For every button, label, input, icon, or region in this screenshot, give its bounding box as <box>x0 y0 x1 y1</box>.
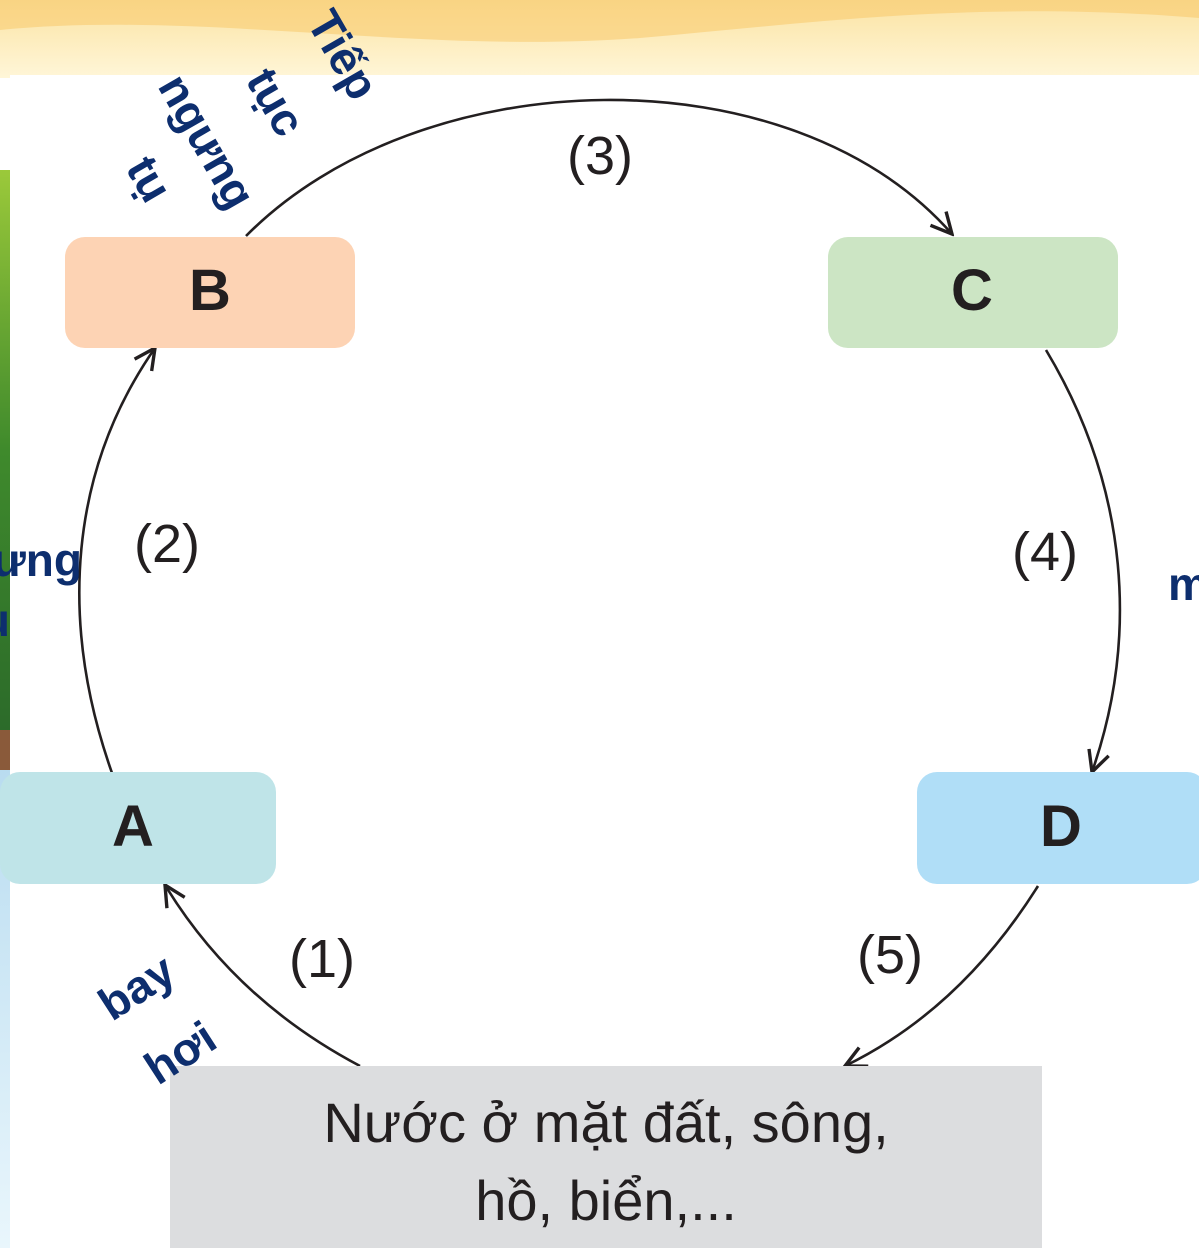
surface-water-node: Nước ở mặt đất, sông, hồ, biển,... <box>170 1066 1042 1248</box>
banner-wave <box>0 0 1199 42</box>
node-a: A <box>0 772 276 884</box>
node-a-label: A <box>112 794 154 859</box>
node-b: B <box>65 237 355 348</box>
step-label-2: (2) <box>134 514 200 574</box>
cycle-arrows <box>78 98 1122 1068</box>
arrow-step-3 <box>245 98 952 237</box>
step-label-1: (1) <box>289 929 355 989</box>
surface-water-line-2: hồ, biển,... <box>475 1169 737 1232</box>
node-d-box <box>917 772 1199 884</box>
arrow-step-2 <box>78 348 155 774</box>
node-b-label: B <box>189 258 231 323</box>
left-foliage-strip <box>0 170 10 730</box>
step-labels: (1) (2) (3) (4) (5) <box>134 126 1078 989</box>
arrow-step-4 <box>1044 349 1122 772</box>
step-label-4: (4) <box>1012 522 1078 582</box>
surface-water-box <box>170 1066 1042 1248</box>
annotation-condensation-line-2: tụ <box>0 594 10 646</box>
node-d: D <box>917 772 1199 884</box>
node-c: C <box>828 237 1118 348</box>
node-a-box <box>0 772 276 884</box>
surface-water-line-1: Nước ở mặt đất, sông, <box>323 1091 888 1154</box>
node-c-box <box>828 237 1118 348</box>
arrow-step-1 <box>165 885 361 1068</box>
node-d-label: D <box>1040 794 1082 859</box>
step-label-5: (5) <box>857 925 923 985</box>
left-soil-strip <box>0 730 10 770</box>
node-c-label: C <box>951 258 993 323</box>
arrow-step-5 <box>845 885 1040 1066</box>
annotation-right-partial: m <box>1168 558 1199 610</box>
step-label-3: (3) <box>567 126 633 186</box>
left-water-strip <box>0 770 10 1248</box>
annotation-condensation-line-1: ngưng <box>0 534 82 586</box>
node-b-box <box>65 237 355 348</box>
